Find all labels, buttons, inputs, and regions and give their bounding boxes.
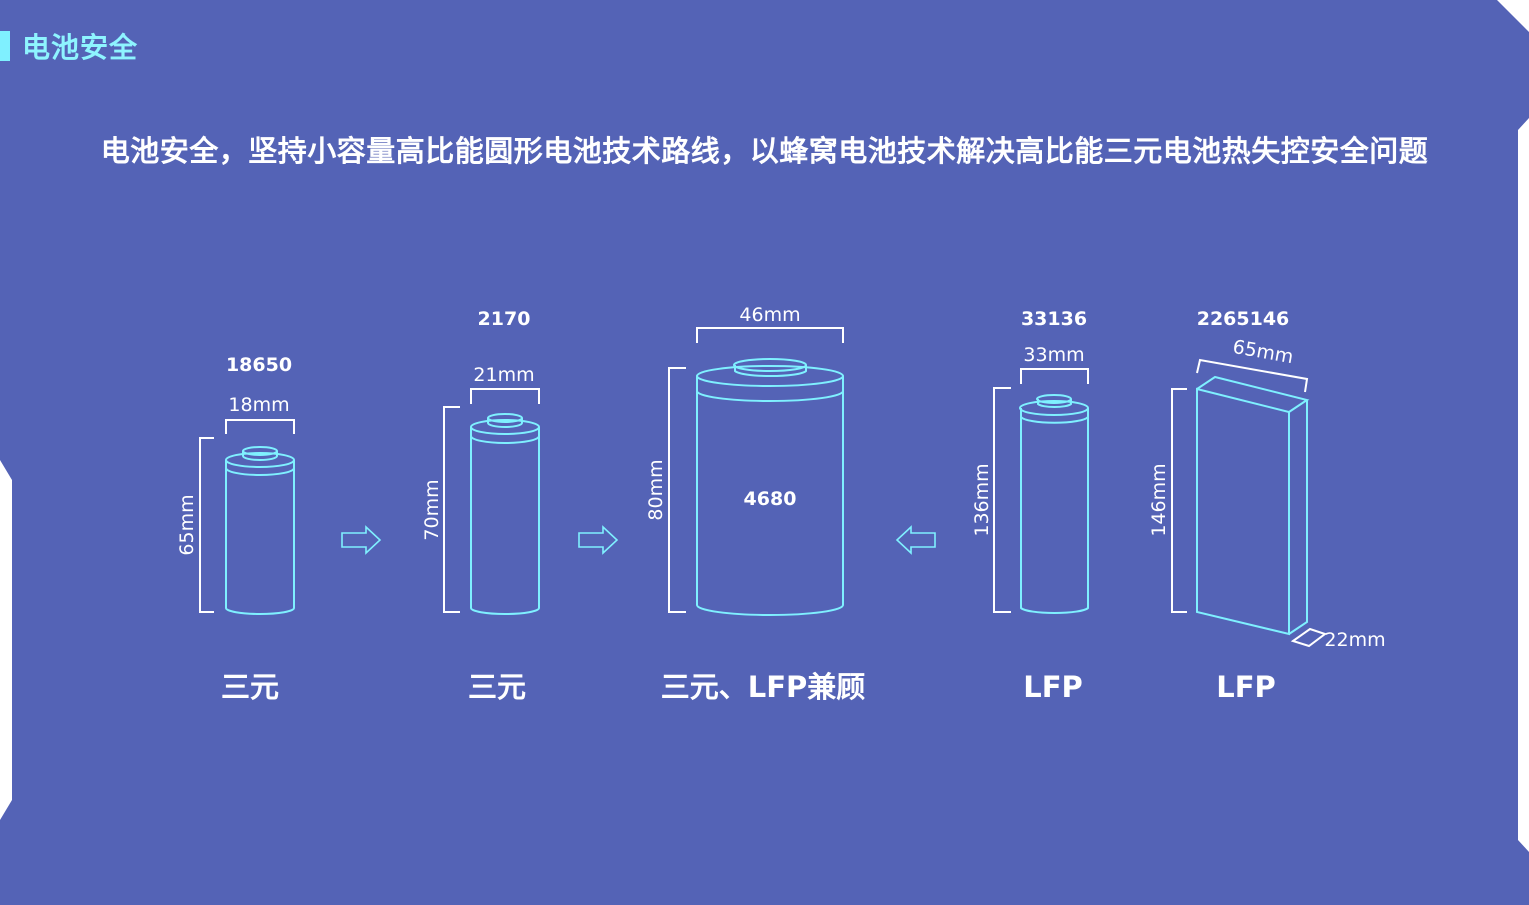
chemistry-label: 三元 bbox=[221, 670, 279, 704]
cell-2265146: 2265146 65mm 146mm 22mm LFP bbox=[1148, 308, 1386, 704]
cell-model-label: 2170 bbox=[478, 308, 531, 330]
width-label: 65mm bbox=[1231, 336, 1295, 368]
cell-model-label: 2265146 bbox=[1197, 308, 1290, 330]
cylinder-cell-icon bbox=[1019, 394, 1089, 614]
chemistry-label: 三元 bbox=[468, 670, 526, 704]
height-label: 65mm bbox=[176, 494, 198, 555]
height-bracket bbox=[443, 406, 460, 613]
depth-label: 22mm bbox=[1324, 629, 1385, 651]
height-label: 146mm bbox=[1148, 463, 1170, 536]
cell-model-label: 18650 bbox=[226, 354, 292, 376]
height-label: 136mm bbox=[971, 463, 993, 536]
cylinder-cell-icon bbox=[696, 358, 844, 616]
prismatic-cell-icon bbox=[1196, 375, 1310, 636]
chemistry-label: 三元、LFP兼顾 bbox=[661, 670, 866, 704]
section-title: 电池安全 bbox=[22, 31, 139, 64]
width-bracket bbox=[1196, 358, 1309, 393]
width-label: 46mm bbox=[739, 304, 800, 326]
cylinder-cell-icon bbox=[225, 446, 295, 615]
cell-33136: 33136 33mm 136mm LFP bbox=[971, 308, 1089, 704]
width-label: 33mm bbox=[1023, 344, 1084, 366]
cell-model-label: 33136 bbox=[1021, 308, 1087, 330]
section-header: 电池安全 bbox=[0, 30, 138, 64]
headline: 电池安全，坚持小容量高比能圆形电池技术路线，以蜂窝电池技术解决高比能三元电池热失… bbox=[100, 134, 1429, 168]
cell-18650: 18650 18mm 65mm 三元 bbox=[176, 354, 295, 704]
cell-4680: 46mm 80mm 4680 三元、LFP兼顾 bbox=[645, 304, 865, 704]
arrow-right-icon bbox=[578, 525, 619, 555]
chemistry-label: LFP bbox=[1023, 670, 1083, 704]
height-label: 70mm bbox=[421, 479, 443, 540]
arrow-right-icon bbox=[341, 525, 382, 555]
depth-bracket bbox=[1290, 627, 1328, 648]
width-bracket bbox=[225, 419, 295, 434]
arrow-left-icon bbox=[895, 525, 936, 555]
width-label: 18mm bbox=[228, 394, 289, 416]
width-bracket bbox=[1020, 368, 1089, 384]
height-label: 80mm bbox=[645, 459, 667, 520]
width-bracket bbox=[470, 388, 540, 404]
height-bracket bbox=[993, 387, 1011, 613]
cell-2170: 2170 21mm 70mm 三元 bbox=[421, 308, 540, 704]
cell-model-label: 4680 bbox=[744, 488, 797, 510]
section-accent-bar bbox=[0, 31, 10, 61]
height-bracket bbox=[199, 437, 214, 613]
height-bracket bbox=[1171, 388, 1187, 613]
chemistry-label: LFP bbox=[1216, 670, 1276, 704]
width-label: 21mm bbox=[473, 364, 534, 386]
cylinder-cell-icon bbox=[470, 413, 540, 615]
width-bracket bbox=[696, 327, 844, 343]
height-bracket bbox=[668, 367, 686, 613]
